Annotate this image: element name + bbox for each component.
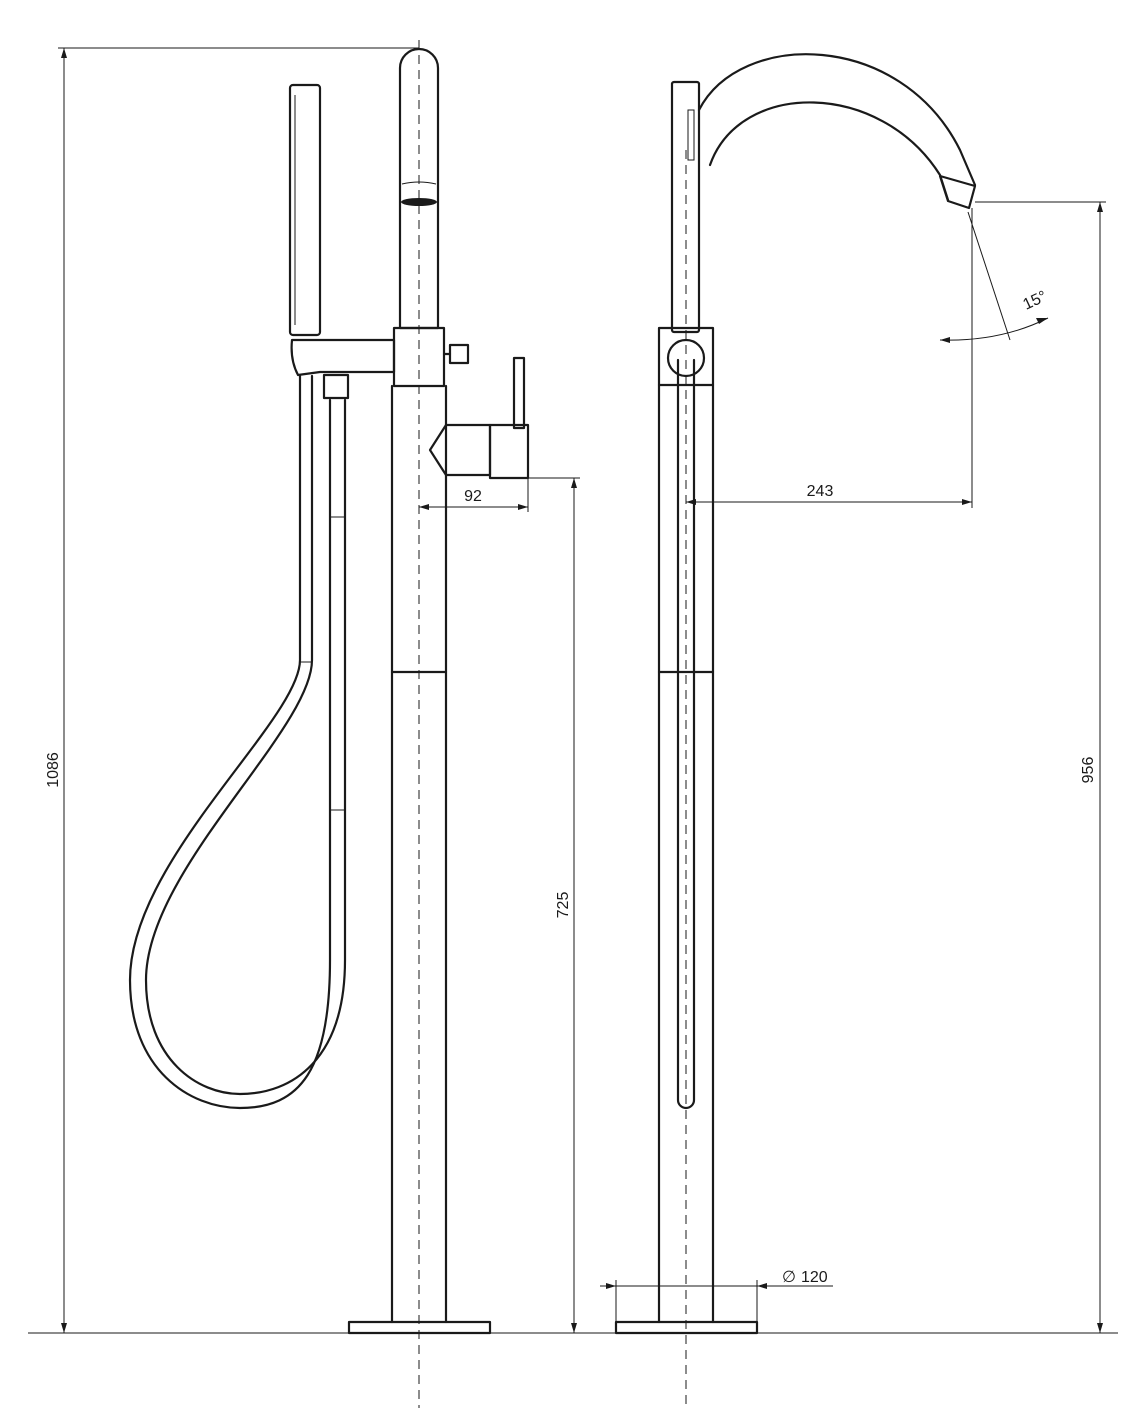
side-view <box>614 53 977 1408</box>
spout-outlet <box>938 174 977 210</box>
dim-spout-reach: 243 <box>686 208 973 508</box>
dim-total-height: 1086 <box>45 47 419 1333</box>
shower-hose <box>128 374 332 1110</box>
side-lever <box>676 358 696 1110</box>
dim-handle-projection: 92 <box>419 478 529 512</box>
dim-spout-angle: 15° <box>939 211 1050 345</box>
spout <box>697 53 977 202</box>
front-view <box>128 40 530 1408</box>
side-column <box>657 383 715 1324</box>
dim-spout-height-label: 956 <box>1080 757 1097 784</box>
side-base-plate <box>614 1320 759 1335</box>
front-column-ring <box>401 198 437 206</box>
dim-spout-height: 956 <box>975 201 1106 1333</box>
dim-handle-height-label: 725 <box>555 892 572 919</box>
dim-total-height-label: 1086 <box>45 752 62 788</box>
side-collar <box>657 326 715 387</box>
hand-shower <box>288 83 322 337</box>
dim-handle-projection-label: 92 <box>464 488 482 505</box>
front-mixer-cartridge <box>488 423 530 480</box>
hose-connector <box>322 373 350 400</box>
dim-base-diameter-label: 120 <box>801 1269 828 1286</box>
front-mixer-body <box>428 423 492 477</box>
front-column-top <box>398 47 440 330</box>
hand-shower-holder <box>290 338 396 377</box>
front-lever <box>512 356 526 430</box>
front-column-lower <box>390 384 448 1324</box>
front-diverter-knob <box>448 343 470 365</box>
dim-base-diameter-symbol: ∅ <box>782 1269 796 1286</box>
front-base-plate <box>347 1320 492 1335</box>
dim-handle-height: 725 <box>528 477 580 1333</box>
dim-base-diameter: ∅ 120 <box>600 1269 833 1322</box>
dim-spout-angle-label: 15° <box>1021 288 1050 314</box>
dim-spout-reach-label: 243 <box>807 483 834 500</box>
side-hand-shower <box>670 80 701 334</box>
